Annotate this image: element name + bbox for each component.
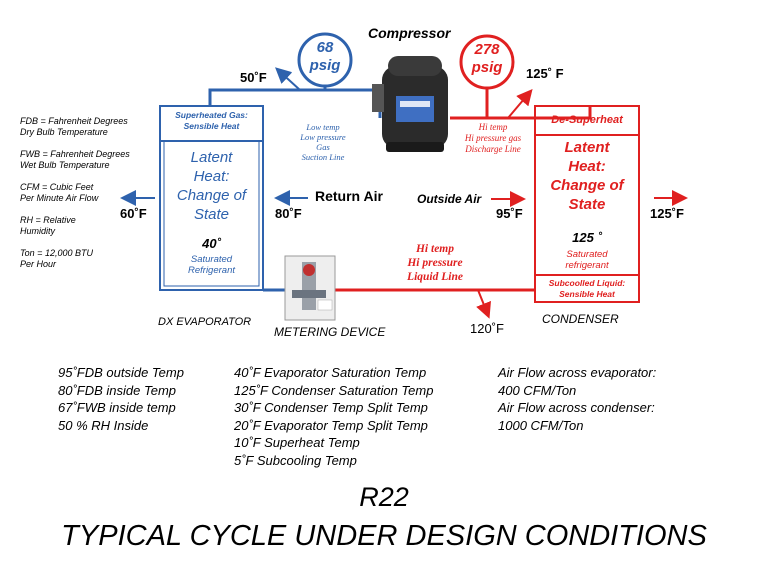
page-title: TYPICAL CYCLE UNDER DESIGN CONDITIONS [61, 520, 707, 552]
refrigerant-title: R22 [359, 482, 409, 512]
liquid-line-temp: 120˚F [470, 321, 504, 336]
metering-device-label: METERING DEVICE [274, 325, 386, 339]
evaporator-sat-temp: 40˚ [202, 236, 221, 251]
discharge-line [450, 106, 592, 120]
suction-pressure-value: 68 [316, 39, 334, 56]
evaporator-inner-box [163, 140, 260, 287]
metering-device-image [284, 255, 336, 321]
compressor-image [372, 56, 448, 152]
condenser-outer-box [534, 105, 640, 303]
return-air-label: Return Air [315, 188, 383, 204]
suction-line-temp: 50˚F [240, 70, 267, 85]
discharge-line-temp: 125˚ F [526, 66, 564, 81]
suction-temp-pointer [275, 67, 301, 91]
condenser-name: CONDENSER [542, 312, 619, 326]
evaporator-superheat-label: Superheated Gas:Sensible Heat [175, 110, 248, 131]
return-air-temp: 80˚F [275, 206, 302, 221]
evaporator-outer-box [159, 105, 264, 291]
condenser-subcooled-label: Subcoolled Liquid:Sensible Heat [548, 278, 626, 299]
condenser-sat-temp: 125 ˚ [572, 230, 602, 245]
evaporator-name: DX EVAPORATOR [158, 316, 252, 328]
suction-gauge [297, 32, 353, 88]
discharge-gauge [459, 34, 515, 90]
suction-pressure-unit: psig [309, 57, 341, 74]
condenser-leaving-temp: 125˚F [650, 206, 684, 221]
liquid-temp-pointer [476, 289, 491, 319]
outside-air-label: Outside Air [417, 192, 482, 206]
supply-air-temp: 60˚F [120, 206, 147, 221]
discharge-temp-pointer [507, 88, 533, 119]
discharge-pressure-unit: psig [471, 59, 503, 76]
discharge-pressure-value: 278 [474, 41, 500, 58]
condenser-desuperheat-label: De-Superheat [551, 114, 623, 126]
compressor-label: Compressor [368, 25, 451, 41]
outside-air-temp: 95˚F [496, 206, 523, 221]
